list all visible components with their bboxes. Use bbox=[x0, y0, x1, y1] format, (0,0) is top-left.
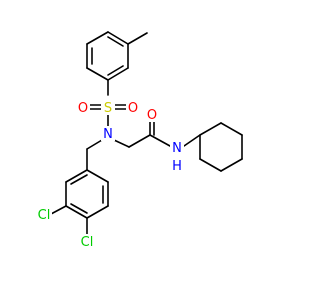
backbone-bonds bbox=[86, 119, 201, 171]
tolyl-ring bbox=[86, 31, 148, 96]
bond bbox=[199, 122, 222, 136]
bond bbox=[220, 158, 243, 172]
chlorine-atom-3: Cl bbox=[38, 208, 51, 223]
molecule-canvas: S O O N O N H Cl Cl bbox=[35, 31, 243, 250]
bond bbox=[86, 205, 109, 219]
cyclohexyl-ring bbox=[199, 122, 243, 172]
carbonyl-oxygen: O bbox=[147, 108, 157, 123]
bond bbox=[86, 31, 109, 45]
sulfonamide-nitrogen: N bbox=[103, 127, 113, 142]
amide-hydrogen: H bbox=[172, 159, 182, 174]
bond bbox=[65, 169, 88, 183]
bond bbox=[86, 139, 103, 150]
bond bbox=[113, 139, 130, 148]
bond bbox=[107, 65, 124, 76]
molecule-structure: S O O N O N H Cl Cl bbox=[35, 31, 243, 250]
bond bbox=[183, 134, 201, 147]
bond bbox=[86, 67, 109, 81]
bond bbox=[70, 174, 88, 185]
methyl-bond bbox=[127, 32, 148, 45]
bond bbox=[107, 31, 129, 45]
bond bbox=[50, 205, 67, 215]
bond bbox=[107, 36, 124, 47]
bond bbox=[220, 122, 243, 136]
sulfonyl-oxygen-right: O bbox=[128, 101, 138, 116]
atom-labels: S O O N O N H Cl Cl bbox=[35, 100, 184, 250]
bond bbox=[149, 134, 171, 147]
bond bbox=[107, 67, 129, 81]
amide-nitrogen: N bbox=[172, 141, 182, 156]
dichlorophenyl-ring bbox=[50, 169, 109, 235]
bond bbox=[199, 158, 222, 172]
sulfur-atom: S bbox=[104, 101, 112, 116]
bond bbox=[65, 205, 88, 219]
sulfonyl-bonds bbox=[89, 104, 127, 127]
sulfonyl-oxygen-left: O bbox=[78, 101, 88, 116]
bond bbox=[128, 134, 151, 148]
bond bbox=[70, 203, 88, 214]
chlorine-atom-4: Cl bbox=[81, 235, 94, 250]
bond bbox=[86, 169, 109, 183]
